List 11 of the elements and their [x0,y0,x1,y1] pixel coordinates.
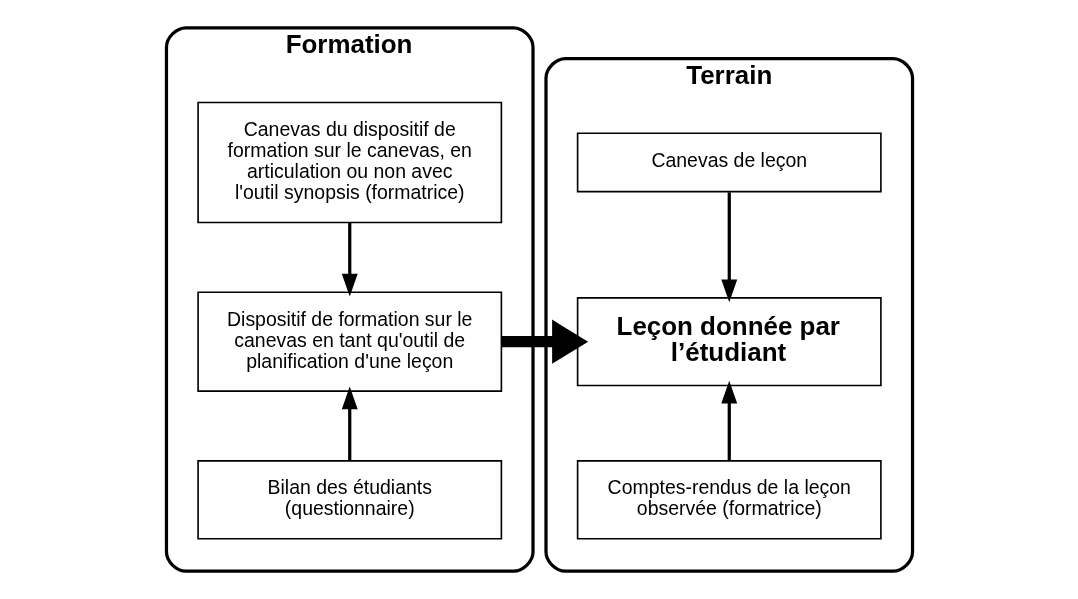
arrow [501,319,588,364]
arrow [720,380,737,461]
node-box: Leçon donnée par l’étudiant [576,297,882,387]
node-box: Bilan des étudiants (questionnaire) [196,460,502,540]
node-box: Comptes-rendus de la leçon observée (formatrice) [576,460,882,540]
arrow [341,222,358,297]
node-box: Canevas du dispositif de formation sur le canevas, en articulation ou non avec l'outil synopsis (formatrice) [196,101,502,224]
node-box: Dispositif de formation sur le canevas en tant qu'outil de planification d'une leçon [196,291,502,392]
node-box: Canevas de leçon [576,132,882,193]
arrow [720,192,737,303]
arrow [341,386,358,461]
